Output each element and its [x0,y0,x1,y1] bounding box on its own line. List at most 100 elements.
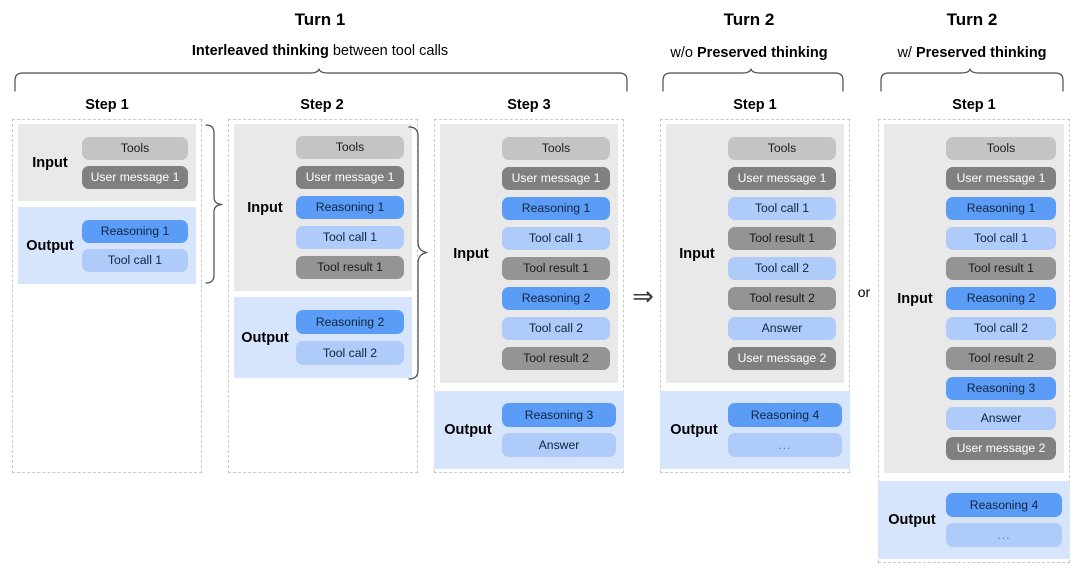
turn1-title: Turn 1 [294,10,346,29]
t1-step1-output-label: Output [26,237,74,254]
arrow-icon: ⇒ [632,281,654,311]
t2wo-step1-input-block: Input Tools User message 1 Tool call 1 T… [666,124,844,383]
column-t1-step1 [12,119,202,473]
turn2-w-subtitle-pre: w/ [897,45,916,61]
step-title-t1-step3: Step 3 [507,97,551,113]
t2wo-step1-output-pills: Reasoning 4 ... [728,396,850,464]
or-connector-label: or [857,284,871,300]
t2w-step1-output-label: Output [888,512,936,528]
pill-tool-result-1[interactable]: Tool result 1 [502,257,610,280]
pill-tool-call-2[interactable]: Tool call 2 [728,257,836,280]
pill-user-message-1[interactable]: User message 1 [946,167,1056,190]
turn1-subtitle-bold: Interleaved thinking [191,43,329,59]
pill-tool-call-1[interactable]: Tool call 1 [82,248,188,272]
pill-tool-call-2[interactable]: Tool call 2 [946,317,1056,340]
turn2-w-subtitle: w/ Preserved thinking [864,44,1080,62]
pill-tools[interactable]: Tools [728,137,836,160]
brace-step1-to-step2 [203,124,225,284]
pill-reasoning-3[interactable]: Reasoning 3 [502,403,616,427]
pill-reasoning-1[interactable]: Reasoning 1 [946,197,1056,220]
t1-step1-input-label: Input [32,154,68,171]
pill-reasoning-4[interactable]: Reasoning 4 [728,403,842,427]
pill-reasoning-2[interactable]: Reasoning 2 [296,310,404,334]
pill-answer[interactable]: Answer [946,407,1056,430]
pill-tool-result-2[interactable]: Tool result 2 [728,287,836,310]
t2wo-step1-input-pills: Tools User message 1 Tool call 1 Tool re… [728,129,844,378]
t2w-step1-input-label: Input [897,290,933,307]
pill-tool-call-1[interactable]: Tool call 1 [296,226,404,249]
t1-step1-output-block: Output Reasoning 1 Tool call 1 [18,207,196,284]
pill-tools[interactable]: Tools [946,137,1056,160]
turn2-wo-title: Turn 2 [723,10,775,29]
pill-user-message-2[interactable]: User message 2 [946,437,1056,460]
t1-step3-output-label: Output [444,422,492,438]
turn2-wo-group-brace [662,68,844,92]
t2wo-step1-input-label: Input [679,245,715,262]
t1-step2-input-pills: Tools User message 1 Reasoning 1 Tool ca… [296,129,412,286]
t2wo-step1-output-block: Output Reasoning 4 ... [660,391,850,469]
t1-step2-output-label: Output [241,329,289,346]
pill-reasoning-3[interactable]: Reasoning 3 [946,377,1056,400]
t1-step2-input-block: Input Tools User message 1 Reasoning 1 T… [234,124,412,291]
t1-step3-input-label: Input [453,245,489,262]
pill-user-message-1[interactable]: User message 1 [296,166,404,189]
turn2-w-group-brace [880,68,1064,92]
t2w-step1-output-pills: Reasoning 4 ... [946,486,1070,554]
t1-step2-output-pills: Reasoning 2 Tool call 2 [296,302,412,373]
pill-tools[interactable]: Tools [502,137,610,160]
step-title-t2wo-step1: Step 1 [733,97,777,113]
turn2-w-subtitle-bold: Preserved thinking [915,45,1047,61]
t1-step1-output-pills: Reasoning 1 Tool call 1 [82,213,196,279]
pill-tools[interactable]: Tools [296,136,404,159]
pill-user-message-1[interactable]: User message 1 [728,167,836,190]
t1-step3-input-block: Input Tools User message 1 Reasoning 1 T… [440,124,618,383]
pill-tool-call-1[interactable]: Tool call 1 [728,197,836,220]
pill-reasoning-2[interactable]: Reasoning 2 [946,287,1056,310]
pill-tool-call-1[interactable]: Tool call 1 [946,227,1056,250]
column-t1-step3 [434,119,624,473]
pill-user-message-1[interactable]: User message 1 [82,165,188,189]
t1-step3-output-pills: Reasoning 3 Answer [502,396,624,464]
pill-tool-result-1[interactable]: Tool result 1 [296,256,404,279]
t1-step1-input-pills: Tools User message 1 [82,130,196,196]
pill-tool-result-1[interactable]: Tool result 1 [946,257,1056,280]
pill-answer[interactable]: Answer [502,433,616,457]
t2wo-step1-output-label: Output [670,422,718,438]
step-title-t2w-step1: Step 1 [952,97,996,113]
t2w-step1-input-pills: Tools User message 1 Reasoning 1 Tool ca… [946,129,1064,468]
turn1-subtitle-rest: between tool calls [328,43,449,59]
pill-user-message-2[interactable]: User message 2 [728,347,836,370]
pill-tool-result-2[interactable]: Tool result 2 [502,347,610,370]
pill-reasoning-1[interactable]: Reasoning 1 [502,197,610,220]
turn2-w-title: Turn 2 [946,10,998,29]
pill-reasoning-4[interactable]: Reasoning 4 [946,493,1062,517]
pill-tools[interactable]: Tools [82,136,188,160]
t2w-step1-input-block: Input Tools User message 1 Reasoning 1 T… [884,124,1064,473]
column-t2wo-step1 [660,119,850,473]
pill-user-message-1[interactable]: User message 1 [502,167,610,190]
t1-step3-input-pills: Tools User message 1 Reasoning 1 Tool ca… [502,129,618,378]
turn1-subtitle: Interleaved thinking between tool calls [14,42,626,60]
pill-ellipsis[interactable]: ... [728,433,842,457]
turn2-wo-subtitle-bold: Preserved thinking [697,45,828,61]
pill-tool-call-1[interactable]: Tool call 1 [502,227,610,250]
t1-step3-output-block: Output Reasoning 3 Answer [434,391,624,469]
t1-step2-input-label: Input [247,199,283,216]
pill-tool-call-2[interactable]: Tool call 2 [296,341,404,365]
pill-reasoning-1[interactable]: Reasoning 1 [82,219,188,243]
t1-step1-input-block: Input Tools User message 1 [18,124,196,201]
pill-tool-result-2[interactable]: Tool result 2 [946,347,1056,370]
pill-tool-call-2[interactable]: Tool call 2 [502,317,610,340]
t1-step2-output-block: Output Reasoning 2 Tool call 2 [234,297,412,378]
brace-step2-to-step3 [406,126,430,380]
pill-tool-result-1[interactable]: Tool result 1 [728,227,836,250]
pill-reasoning-1[interactable]: Reasoning 1 [296,196,404,219]
pill-answer[interactable]: Answer [728,317,836,340]
step-title-t1-step2: Step 2 [300,97,344,113]
pill-reasoning-2[interactable]: Reasoning 2 [502,287,610,310]
step-title-t1-step1: Step 1 [85,97,129,113]
column-t2w-step1 [878,119,1070,563]
pill-ellipsis[interactable]: ... [946,523,1062,547]
turn2-wo-subtitle: w/o Preserved thinking [640,44,858,62]
